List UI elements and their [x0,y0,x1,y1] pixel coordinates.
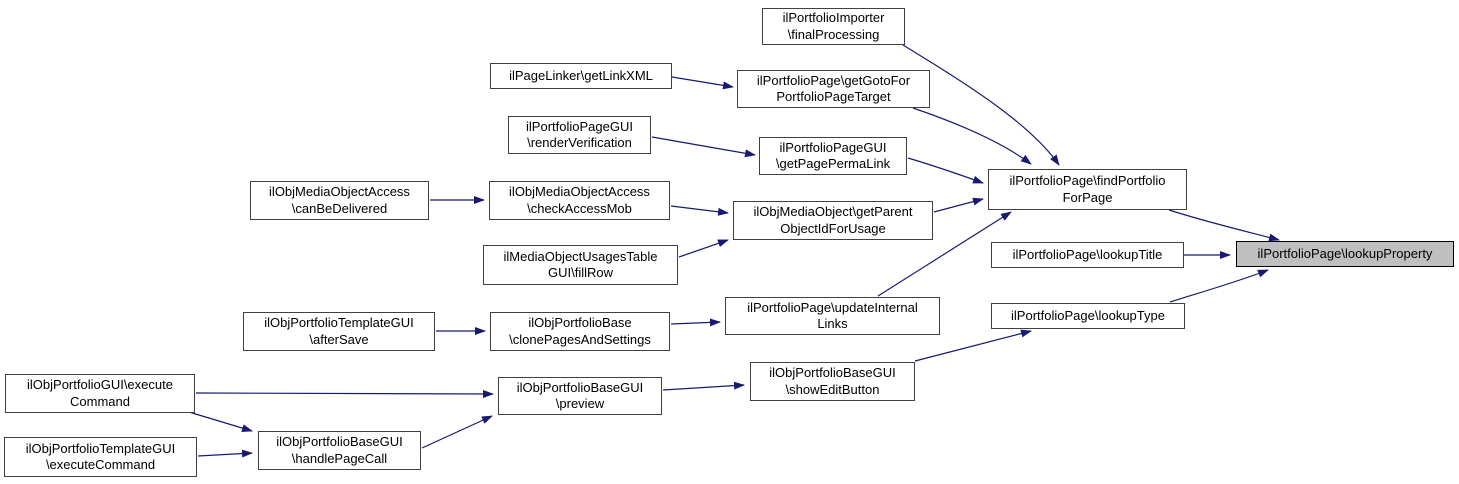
node-getgotoforportfoliopagetarget[interactable]: ilPortfolioPage\getGotoFor PortfolioPage… [737,70,930,108]
node-lookuptype[interactable]: ilPortfolioPage\lookupType [991,303,1185,329]
edge-lookuptype-lookupproperty [1169,269,1269,303]
edge-finalprocessing-findportfolio [902,44,1060,166]
node-handlepagecall[interactable]: ilObjPortfolioBaseGUI \handlePageCall [258,431,421,470]
edge-getlinkxml-getgoto [671,76,734,90]
node-getpagepermalink[interactable]: ilPortfolioPageGUI \getPagePermaLink [759,137,907,175]
node-executecommand-portfoliotemplategui[interactable]: ilObjPortfolioTemplateGUI \executeComman… [4,437,197,477]
node-findportfolioforpage[interactable]: ilPortfolioPage\findPortfolio ForPage [988,169,1187,210]
node-updateinternallinks[interactable]: ilPortfolioPage\updateInternal Links [725,297,940,335]
node-executecommand-portfoliogui[interactable]: ilObjPortfolioGUI\execute Command [5,374,195,413]
node-lookupproperty: ilPortfolioPage\lookupProperty [1236,241,1454,267]
edge-checkaccessmob-getparent [670,205,729,216]
edge-getpagepermalink-findportfolio [907,157,984,184]
node-clonepagesandsettings[interactable]: ilObjPortfolioBase \clonePagesAndSetting… [490,312,670,351]
node-lookuptitle[interactable]: ilPortfolioPage\lookupTitle [991,242,1184,268]
node-preview[interactable]: ilObjPortfolioBaseGUI \preview [498,377,662,415]
edge-renderverification-getpagepermalink [651,136,756,158]
node-renderverification[interactable]: ilPortfolioPageGUI \renderVerification [508,116,651,154]
edge-handlepagecall-preview [421,415,493,449]
node-canbedelivered[interactable]: ilObjMediaObjectAccess \canBeDelivered [250,181,429,220]
edge-fillrow-getparent [678,239,729,258]
edge-getgoto-findportfolio [912,107,1032,165]
edge-executecommandtpl-handlepagecall [197,449,253,458]
edge-updateinternallinks-findportfolio [877,211,1012,297]
node-aftersave[interactable]: ilObjPortfolioTemplateGUI \afterSave [243,312,435,351]
edge-findportfolio-lookupproperty [1168,209,1280,242]
node-showeditbutton[interactable]: ilObjPortfolioBaseGUI \showEditButton [750,362,915,401]
node-getlinkxml[interactable]: ilPageLinker\getLinkXML [490,63,672,89]
edge-showeditbutton-lookuptype [914,329,1032,362]
node-checkaccessmob[interactable]: ilObjMediaObjectAccess \checkAccessMob [489,181,670,220]
node-getparentobjectidforusage[interactable]: ilObjMediaObject\getParent ObjectIdForUs… [733,201,933,240]
edge-preview-showeditbutton [662,381,745,391]
edge-executecommandgui-handlepagecall [188,411,253,432]
edge-clonepages-updateinternallinks [670,318,721,327]
edge-getparent-findportfolio [933,197,984,213]
node-finalprocessing[interactable]: ilPortfolioImporter \finalProcessing [762,8,905,45]
node-fillrow[interactable]: ilMediaObjectUsagesTable GUI\fillRow [483,245,678,285]
edge-executecommandgui-preview [195,389,494,398]
